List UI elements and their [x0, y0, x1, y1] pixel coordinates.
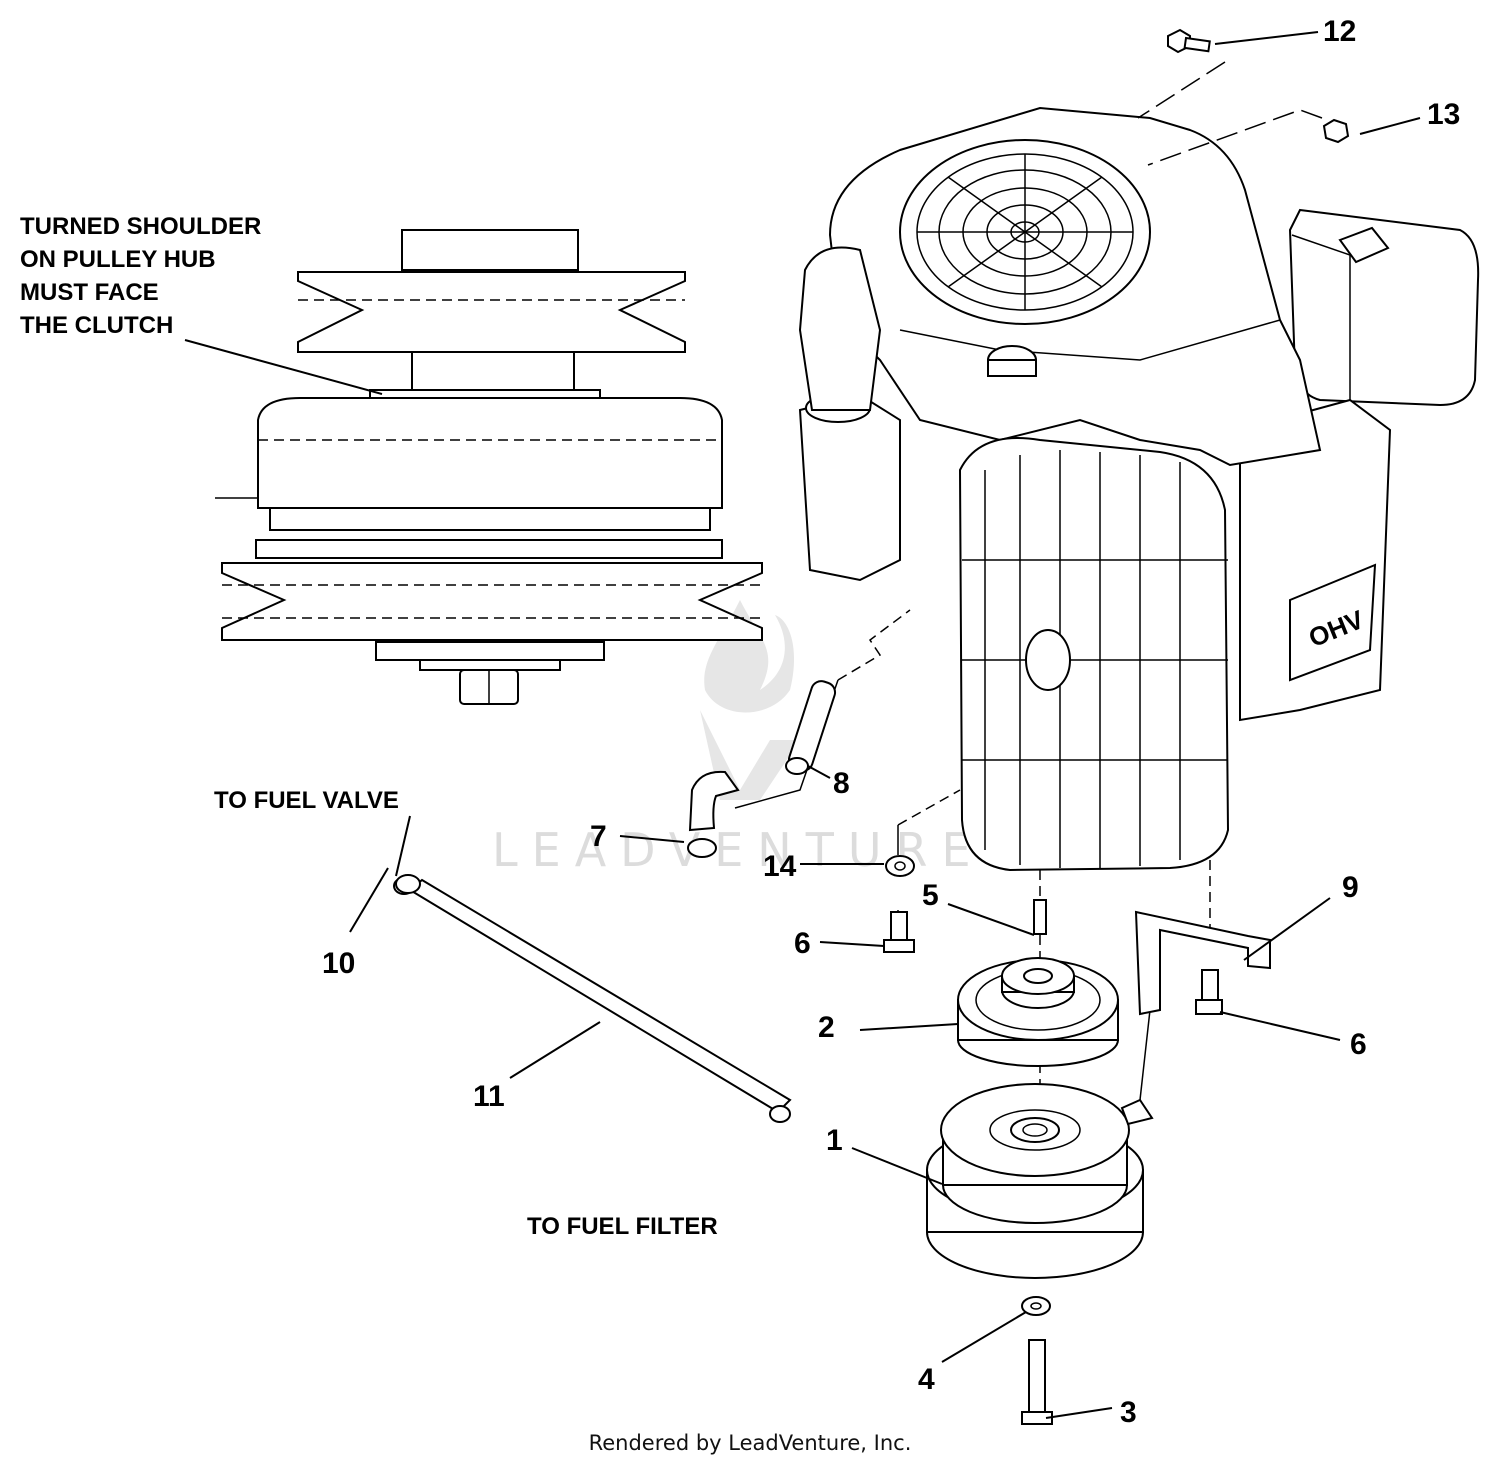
pulley-hub-detail: [215, 229, 763, 705]
callout-5: 5: [922, 879, 939, 912]
callout-1: 1: [826, 1124, 843, 1157]
part-6-bolt-right: [1195, 969, 1223, 1015]
note-to-fuel-valve: TO FUEL VALVE: [214, 787, 399, 814]
footer-credit: Rendered by LeadVenture, Inc.: [589, 1431, 912, 1455]
notes: TURNED SHOULDER ON PULLEY HUB MUST FACE …: [20, 213, 718, 1240]
callout-9: 9: [1342, 871, 1359, 904]
callout-8: 8: [833, 767, 850, 800]
callout-3: 3: [1120, 1396, 1137, 1429]
callout-6-left: 6: [794, 927, 811, 960]
part-8-fuel-hose: [785, 680, 837, 775]
part-14-washer: [885, 855, 915, 877]
note-pulley-line-3: MUST FACE: [20, 279, 159, 306]
callout-2: 2: [818, 1011, 835, 1044]
callout-6-right: 6: [1350, 1028, 1367, 1061]
part-3-bolt: [1021, 1339, 1053, 1425]
callout-14: 14: [763, 850, 797, 883]
callout-11: 11: [473, 1080, 505, 1113]
part-12-bolt: [1167, 28, 1211, 54]
callout-4: 4: [918, 1363, 935, 1396]
note-pulley-line-2: ON PULLEY HUB: [20, 246, 216, 273]
part-10-clamp: [395, 874, 421, 894]
callout-7: 7: [590, 820, 607, 853]
part-1-clutch: [926, 1083, 1154, 1279]
part-2-pulley: [957, 957, 1119, 1067]
part-5-key: [1033, 899, 1047, 935]
callout-12: 12: [1323, 15, 1356, 48]
note-pulley-line-4: THE CLUTCH: [20, 312, 173, 339]
part-11-fuel-line: [393, 877, 792, 1123]
callout-13: 13: [1427, 98, 1460, 131]
part-7-elbow: [687, 770, 740, 858]
engine-assembly: OHV: [798, 106, 1480, 872]
note-to-fuel-filter: TO FUEL FILTER: [527, 1213, 718, 1240]
note-pulley-line-1: TURNED SHOULDER: [20, 213, 261, 240]
callout-10: 10: [322, 947, 355, 980]
part-6-bolt-left: [883, 911, 915, 953]
leadventure-watermark: LEADVENTURE: [492, 600, 971, 877]
part-13-nut: [1322, 118, 1350, 144]
callouts: 12 13 8 7 14 5 9 6 10 2 6 11 1 4 3: [322, 15, 1460, 1429]
leader-lines: [184, 31, 1421, 1419]
part-4-washer: [1021, 1296, 1051, 1316]
